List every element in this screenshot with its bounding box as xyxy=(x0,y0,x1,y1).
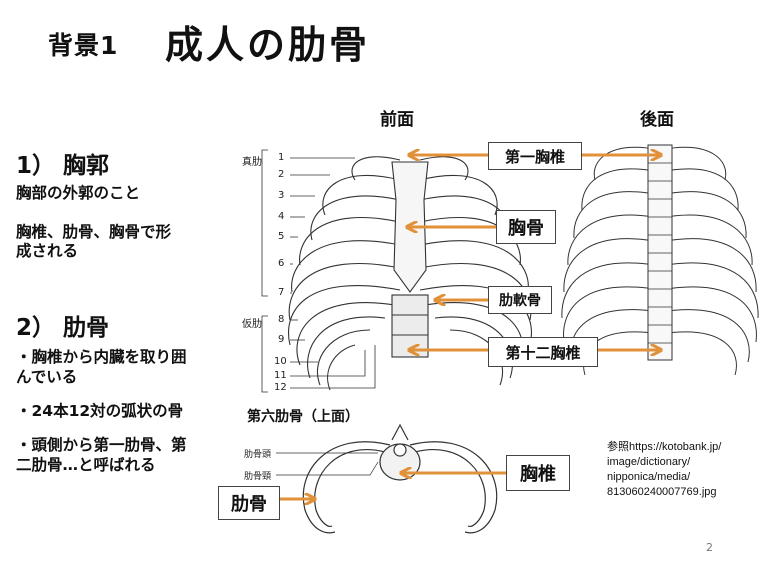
callout-first-thoracic-vertebra: 第一胸椎 xyxy=(488,142,582,170)
rib-number-6: 6 xyxy=(278,258,285,269)
section1-line-2: 成される xyxy=(16,242,79,260)
slide-title: 成人の肋骨 xyxy=(165,23,371,67)
callout-sternum: 胸骨 xyxy=(496,210,556,244)
page-number: 2 xyxy=(706,541,713,554)
section1-line-0: 胸部の外郭のこと xyxy=(16,184,141,202)
rib-leader-lines xyxy=(261,149,376,393)
reference-line-3: 813060240007769.jpg xyxy=(607,486,717,498)
bullet-2-line2: 二肋骨…と呼ばれる xyxy=(16,456,156,474)
title-prefix: 背景1 xyxy=(48,31,119,60)
rib-number-9: 9 xyxy=(278,334,285,345)
rib-number-11: 11 xyxy=(274,370,287,381)
sixth-rib-leaders xyxy=(276,452,379,476)
front-view-label: 前面 xyxy=(380,110,414,130)
rib-number-5: 5 xyxy=(278,231,285,242)
bullet-2-line1: ・頭側から第一肋骨、第 xyxy=(16,436,187,454)
section2-heading: 2） 肋骨 xyxy=(16,315,110,341)
sixth-rib-title: 第六肋骨（上面） xyxy=(247,409,359,425)
callout-costal-cartilage: 肋軟骨 xyxy=(488,286,552,314)
rib-number-1: 1 xyxy=(278,152,285,163)
sixth-rib-top-view xyxy=(302,423,498,534)
rib-number-4: 4 xyxy=(278,211,285,222)
rib-number-3: 3 xyxy=(278,190,285,201)
callout-thoracic-vertebra: 胸椎 xyxy=(506,455,570,491)
rib-number-8: 8 xyxy=(278,314,285,325)
rib-number-7: 7 xyxy=(278,287,285,298)
true-ribs-bracket xyxy=(261,149,268,297)
callout-rib: 肋骨 xyxy=(218,486,280,520)
reference-line-2: nipponica/media/ xyxy=(607,471,691,483)
bullet-0-line1: ・胸椎から内臓を取り囲 xyxy=(16,348,187,366)
rib-neck-label: 肋骨頸 xyxy=(244,472,272,482)
reference-text: 参照https://kotobank.jp/ image/dictionary/… xyxy=(607,440,721,500)
rib-number-10: 10 xyxy=(274,356,287,367)
reference-line-0: 参照https://kotobank.jp/ xyxy=(607,441,722,453)
callout-arrows xyxy=(280,155,660,499)
rib-number-12: 12 xyxy=(274,382,287,393)
back-view-label: 後面 xyxy=(640,110,674,130)
false-ribs-label: 仮肋 xyxy=(242,319,262,330)
rib-head-label: 肋骨頭 xyxy=(244,450,272,460)
section1-line-1: 胸椎、肋骨、胸骨で形 xyxy=(16,223,172,241)
rib-number-2: 2 xyxy=(278,169,285,180)
reference-line-1: image/dictionary/ xyxy=(607,456,691,468)
bullet-1-line1: ・24本12対の弧状の骨 xyxy=(16,402,184,420)
section1-heading: 1） 胸郭 xyxy=(16,153,110,179)
back-rib-cage xyxy=(561,144,759,376)
callout-twelfth-thoracic-vertebra: 第十二胸椎 xyxy=(488,337,598,367)
front-rib-cage xyxy=(288,156,532,391)
true-ribs-label: 真肋 xyxy=(242,157,262,168)
false-ribs-bracket xyxy=(261,315,268,393)
bullet-0-line2: んでいる xyxy=(16,368,78,386)
